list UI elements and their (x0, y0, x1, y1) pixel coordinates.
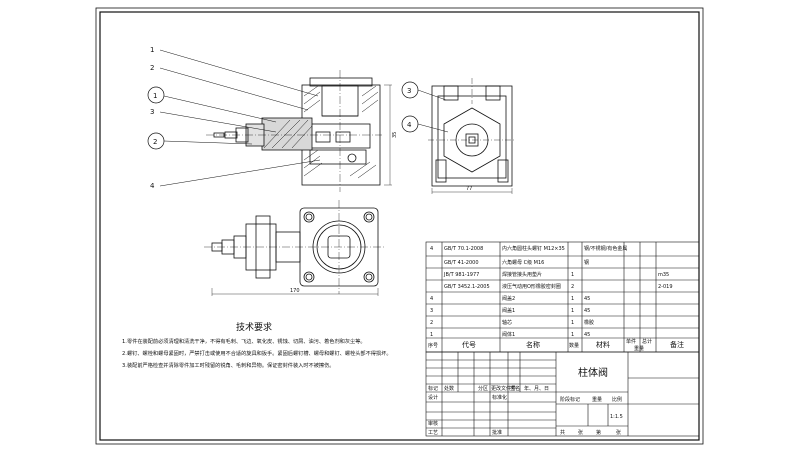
bom-cell-no: 3 (430, 308, 433, 314)
bom-cell-code: GB/T 3452.1-2005 (444, 284, 490, 290)
bom-cell-qty: 1 (571, 296, 574, 302)
side-width-dimension: 77 (466, 186, 472, 192)
bom-cell-name: 焊接管接头用垫片 (502, 271, 542, 278)
bom-cell-name: 内六角圆柱头螺钉 M12×35 (502, 245, 565, 252)
bom-header-qty: 数量 (569, 342, 579, 349)
front-label-4: 4 (150, 182, 155, 190)
bom-cell-material: 45 (584, 296, 590, 302)
side-balloon-4-text: 4 (407, 121, 412, 129)
bom-cell-name: 液压气动用O形橡胶密封圈 (502, 283, 561, 290)
front-label-3: 3 (150, 108, 154, 116)
side-balloon-3 (401, 81, 419, 99)
tb-zone: 分区 (478, 385, 488, 392)
bom-cell-code: JB/T 981-1977 (443, 272, 479, 278)
side-balloon-4 (401, 115, 419, 133)
bom-header-no: 序号 (428, 342, 438, 349)
tb-approve: 批准 (492, 429, 502, 436)
front-balloon-1 (147, 86, 165, 104)
tb-check: 审核 (428, 420, 438, 427)
tb-sheet-unit: 张 (578, 429, 583, 436)
bom-cell-material: 45 (584, 308, 590, 314)
tb-standardize: 标准化 (492, 394, 507, 401)
front-balloon-1-text: 1 (153, 92, 157, 100)
bom-header-single: 单件 (626, 338, 636, 345)
tech-req-line-1: 1.零件在装配前必须清理和清洗干净，不得有毛刺、飞边、氧化皮、锈蚀、切屑、油污、… (122, 337, 366, 345)
tb-stage: 阶段标记 (560, 396, 580, 403)
side-balloon-3-text: 3 (407, 87, 411, 95)
tb-year: 年、月、日 (524, 385, 549, 392)
bom-cell-no: 4 (430, 296, 433, 302)
tb-sheets: 共 (560, 429, 565, 436)
bom-header-name: 名称 (526, 340, 540, 349)
bom-cell-code: GB/T 41-2000 (444, 260, 479, 266)
side-view (428, 78, 516, 194)
title-block (425, 351, 700, 437)
tech-req-title: 技术要求 (236, 321, 272, 333)
bom-cell-name: 阀体1 (502, 331, 515, 338)
bom-cell-material: 45 (584, 332, 590, 338)
bom-header-weight: 重量 (634, 345, 644, 352)
tb-design: 设计 (428, 394, 438, 401)
front-section-view (206, 70, 392, 192)
bom-header-remark: 备注 (670, 340, 684, 349)
bom-cell-qty: 2 (571, 284, 574, 290)
top-length-dimension: 170 (290, 288, 300, 294)
tb-sheet-no-unit: 张 (616, 429, 621, 436)
front-label-1: 1 (150, 46, 154, 54)
part-name: 柱体阀 (578, 366, 608, 379)
tb-scale: 比例 (612, 396, 622, 403)
tb-sheet-no: 第 (596, 429, 601, 436)
tb-scale-value: 1:1.5 (610, 414, 623, 420)
front-balloon-2-text: 2 (153, 138, 157, 146)
bom-cell-name: 轴芯 (502, 319, 512, 326)
bom-header-code: 代号 (462, 340, 476, 349)
front-height-dimension: 35 (392, 132, 398, 138)
tb-sign: 签名 (510, 385, 520, 392)
tb-count: 处数 (444, 385, 454, 392)
bom-rows: 4 GB/T 70.1-2008 内六角圆柱头螺钉 M12×35 钢/不锈钢/有色金属… (430, 245, 673, 338)
bom-cell-remark: 2-019 (658, 284, 673, 290)
tb-process: 工艺 (428, 430, 438, 436)
tb-mark: 标记 (428, 385, 438, 392)
tech-req-line-2: 2.螺钉、螺栓和螺母紧固时，严禁打击或使用不合适的旋具和扳手。紧固后螺钉槽、螺母… (122, 349, 392, 357)
bom-cell-name: 六角螺母 C级 M16 (502, 259, 544, 266)
front-label-2: 2 (150, 64, 154, 72)
bom-table (425, 241, 700, 353)
bom-cell-name: 阀盖1 (502, 307, 515, 314)
bom-cell-code: GB/T 70.1-2008 (444, 246, 483, 252)
bom-cell-qty: 1 (571, 308, 574, 314)
sheet-border (95, 7, 704, 445)
front-balloon-2 (147, 132, 165, 150)
bom-cell-qty: 1 (571, 332, 574, 338)
side-leader-lines (417, 89, 449, 133)
tb-weight: 重量 (592, 396, 602, 403)
bom-cell-no: 4 (430, 246, 433, 252)
bom-cell-qty: 1 (571, 272, 574, 278)
tb-change-doc: 更改文件号 (491, 385, 516, 392)
sheet-inner-border (99, 11, 700, 441)
bom-header-material: 材料 (596, 340, 610, 349)
bom-cell-name: 阀盖2 (502, 295, 515, 302)
top-view (204, 200, 386, 296)
bom-cell-material: 橡胶 (584, 319, 594, 326)
bom-header-total: 总计 (642, 338, 652, 345)
bom-cell-no: 1 (430, 332, 433, 338)
bom-cell-qty: 1 (571, 320, 574, 326)
bom-cell-no: 2 (430, 320, 433, 326)
tech-req-line-3: 3.装配前严格检查并清除零件加工时残留的锐角、毛刺和异物。保证密封件装入时不被擦… (122, 361, 334, 369)
bom-cell-material: 钢/不锈钢/有色金属 (584, 245, 627, 252)
bom-cell-remark: m35 (658, 272, 669, 278)
bom-cell-material: 钢 (584, 259, 589, 266)
front-leader-lines (159, 49, 321, 187)
